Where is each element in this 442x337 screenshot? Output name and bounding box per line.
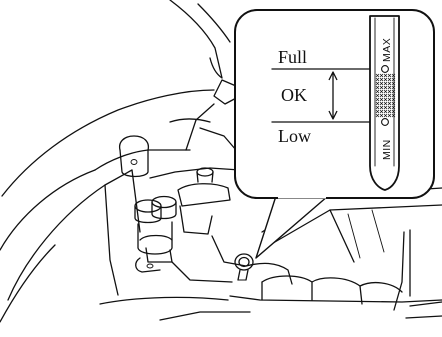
full-label: Full <box>278 47 307 67</box>
max-notch <box>382 66 389 73</box>
strut-tower <box>120 136 149 150</box>
callout-pointer <box>256 196 328 258</box>
left-fender <box>2 90 214 196</box>
low-label: Low <box>278 126 311 146</box>
hood-outline <box>170 0 222 78</box>
ok-label: OK <box>281 85 307 105</box>
dipstick-callout: Full OK Low MAX MIN <box>235 10 434 198</box>
dipstick-max-label: MAX <box>381 38 393 62</box>
reservoir-caps <box>135 197 176 273</box>
dipstick-blade: MAX MIN <box>370 16 399 190</box>
min-notch <box>382 119 389 126</box>
dipstick-handle <box>235 254 253 280</box>
dipstick-min-label: MIN <box>381 139 393 160</box>
